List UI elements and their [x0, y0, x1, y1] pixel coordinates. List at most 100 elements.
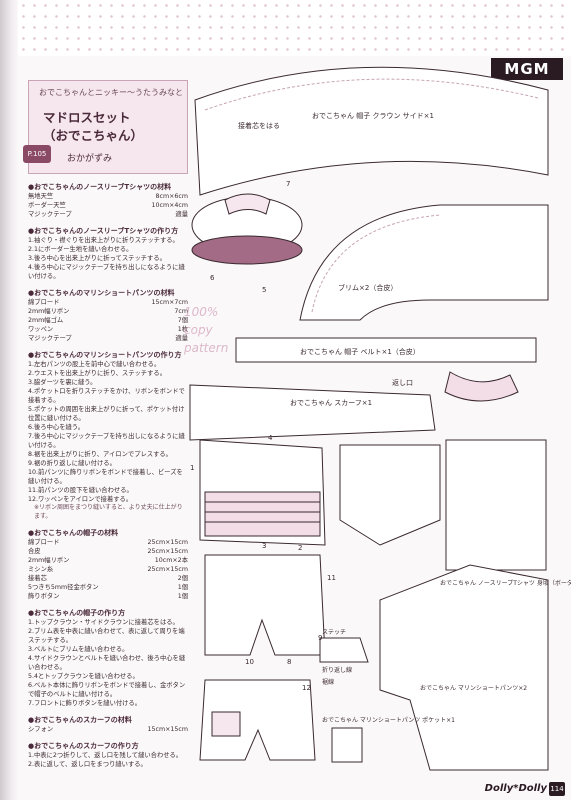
callout-number: 4	[268, 434, 273, 442]
title-box: おでこちゃんとニッキー〜うたうみなと マドロスセット （おでこちゃん） P.10…	[23, 80, 188, 174]
shirt-body-pattern	[445, 439, 547, 571]
callout-number: 2	[298, 544, 302, 552]
shorts-back-illustration	[199, 679, 316, 761]
material-name: シフォン	[28, 726, 54, 733]
section-heading: ●おでこちゃんのマリンショートパンツの作り方	[28, 351, 182, 359]
label-scarf: おでこちゃん スカーフ×1	[290, 399, 372, 407]
material-name: 無地天竺	[28, 193, 54, 200]
brand-logo: MGM	[491, 58, 563, 80]
material-row: ボーダー天竺 10cm×4cm	[28, 201, 188, 210]
material-size: 1枚	[177, 326, 188, 333]
instruction-step: 2.1にボーダー生地を縫い合わせる。	[28, 246, 133, 253]
title-line-1: マドロスセット	[43, 110, 131, 125]
callout-number: 7	[286, 180, 290, 188]
instruction-step: 1.袖ぐり・襟ぐりを出来上がりに折りステッチする。	[28, 237, 179, 244]
section-heading: ●おでこちゃんのノースリーブTシャツの作り方	[28, 227, 179, 235]
material-size: 1個	[177, 584, 188, 591]
watermark-1: 100%	[184, 305, 218, 319]
instruction-step: 3.ベルトにブリムを縫い合わせる。	[28, 646, 129, 653]
material-size: 15cm×7cm	[151, 299, 189, 306]
material-size: 10cm×4cm	[151, 202, 189, 209]
callout-number: 5	[262, 286, 266, 294]
label-fold-up: 裾線	[322, 678, 334, 686]
instruction-note: ※リボン周囲をまつり縫いすると、より丈夫に仕上がります。	[34, 504, 183, 520]
material-name: 綿ブロード	[28, 539, 60, 546]
instruction-step: 5.ポケットの周囲を出来上がりに折って、ポケット付け位置に縫い付ける。	[28, 406, 185, 422]
brim-piece	[299, 204, 549, 321]
instruction-step: 5.4とトップクラウンを縫い合わせる。	[28, 673, 139, 680]
section-heading: ●おでこちゃんのスカーフの作り方	[28, 742, 139, 750]
material-name: 2mm幅ゴム	[28, 317, 64, 324]
material-row: 綿ブロード 15cm×7cm	[28, 298, 188, 307]
material-row: 飾りボタン 1個	[28, 592, 188, 601]
material-row: マジックテープ適量	[28, 334, 188, 343]
instruction-step: 7.後ろ中心にマジックテープを持ち出しになるように縫い付ける。	[28, 433, 185, 449]
shirt-pattern-piece	[339, 444, 441, 546]
instruction-step: 1.トップクラウン・サイドクラウンに接着芯をはる。	[28, 619, 179, 626]
shorts-illustration	[204, 554, 326, 656]
material-size: 25cm×15cm	[147, 566, 189, 573]
label-fold-line: 折り返し線	[322, 666, 352, 674]
instruction-step: 3.後ろ中心を出来上がりに折ってステッチする。	[28, 255, 166, 262]
instruction-step: 6.後ろ中心を縫う。	[28, 424, 85, 431]
instruction-step: 9.裾の折り返しに縫い付ける。	[28, 460, 116, 467]
watermark-3: pattern	[183, 341, 228, 355]
page-spine	[0, 0, 18, 800]
material-row: マジックテープ適量	[28, 210, 188, 219]
author: おかがずみ	[67, 154, 113, 164]
instruction-step: 7.フロントに飾りボタンを縫い付ける。	[28, 700, 142, 707]
material-name: ワッペン	[28, 326, 54, 333]
instruction-step: 4.ポケット口を折りステッチをかけ、リボンをボンドで接着する。	[28, 388, 185, 404]
label-pocket: おでこちゃん マリンショートパンツ ポケット×1	[322, 716, 455, 724]
hat-crown-piece	[194, 66, 549, 196]
section-heading: ●おでこちゃんのノースリーブTシャツの材料	[28, 183, 172, 191]
material-name: 飾りボタン	[28, 593, 60, 600]
material-name: 綿ブロード	[28, 299, 60, 306]
instruction-step: 2.ブリム表を中表に縫い合わせて、表に返して周りを端ステッチする。	[28, 628, 185, 644]
page-ref-badge: P.105	[23, 145, 51, 163]
instructions-column: おでこちゃんとニッキー〜うたうみなと マドロスセット （おでこちゃん） P.10…	[23, 80, 188, 792]
instruction-step: 4.後ろ中心にマジックテープを持ち出しになるように縫い付ける。	[28, 264, 185, 280]
instruction-step: 6.ベルト本体に飾りリボンをボンドで接着し、金ボタンで帽子のベルトに縫い付ける。	[28, 682, 186, 698]
callout-number: 11	[327, 574, 336, 582]
section-heading: ●おでこちゃんのマリンショートパンツの材料	[28, 289, 175, 297]
callout-number: 10	[245, 658, 254, 666]
pocket-pattern-piece	[331, 727, 363, 763]
material-size: 25cm×15cm	[147, 548, 189, 555]
watermark-2: copy	[184, 323, 214, 337]
material-size: 適量	[175, 335, 188, 342]
dotted-header-band	[18, 0, 571, 56]
label-hat-crown: おでこちゃん 帽子 クラウン サイド×1	[312, 111, 434, 120]
label-brim: ブリム×2（合皮）	[338, 283, 397, 292]
callout-number: 8	[287, 658, 291, 666]
material-size: 1個	[177, 593, 188, 600]
label-shorts: おでこちゃん マリンショートパンツ×2	[420, 685, 527, 692]
callout-number: 1	[190, 464, 194, 472]
material-row: 綿ブロード 25cm×15cm	[28, 538, 188, 547]
belt-piece	[235, 337, 537, 363]
instruction-step: 8.裾を出来上がりに折り、アイロンでプレスする。	[28, 451, 172, 458]
callout-number: 12	[302, 684, 311, 692]
instruction-step: 1.左右パンツの股上を前中心で縫い合わせる。	[28, 361, 161, 368]
material-name: 接着芯	[28, 575, 47, 582]
title-line-2: （おでこちゃん）	[43, 128, 144, 143]
callout-number: 3	[262, 542, 266, 550]
scarf-illustration	[444, 371, 519, 402]
section-heading: ●おでこちゃんの帽子の作り方	[28, 609, 126, 617]
material-name: ボーダー天竺	[28, 202, 66, 209]
material-size: 10cm×2本	[154, 557, 188, 564]
instruction-step: 2.ウエストを出来上がりに折り、ステッチする。	[28, 370, 166, 377]
shorts-pattern-piece	[379, 564, 549, 771]
material-size: 25cm×15cm	[147, 539, 189, 546]
footer-page-number: 114	[549, 782, 565, 796]
scarf-piece	[189, 384, 436, 441]
instruction-step: 3.脇ダーツを裏に縫う。	[28, 379, 97, 386]
